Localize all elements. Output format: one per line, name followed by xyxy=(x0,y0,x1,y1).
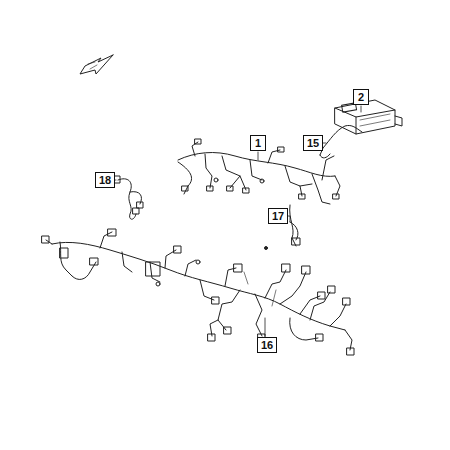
callout-number: 1 xyxy=(255,138,261,149)
harness-16 xyxy=(42,229,354,355)
callout-number: 2 xyxy=(358,92,364,103)
callout-box: 16 xyxy=(257,337,277,353)
callout-number: 15 xyxy=(307,138,319,149)
harness-18 xyxy=(114,176,143,219)
callout-number: 18 xyxy=(99,175,111,186)
leader-lines xyxy=(112,106,361,336)
callout-box: 17 xyxy=(268,208,288,224)
callout-box: 15 xyxy=(303,135,323,151)
module xyxy=(335,100,402,134)
callout-number: 16 xyxy=(261,340,273,351)
harness-1 xyxy=(178,139,340,250)
direction-arrow xyxy=(80,55,113,74)
callout-number: 17 xyxy=(272,211,284,222)
harness-17 xyxy=(290,222,300,245)
callout-box: 2 xyxy=(353,89,369,105)
callout-box: 1 xyxy=(250,135,266,151)
callout-box: 18 xyxy=(95,172,115,188)
